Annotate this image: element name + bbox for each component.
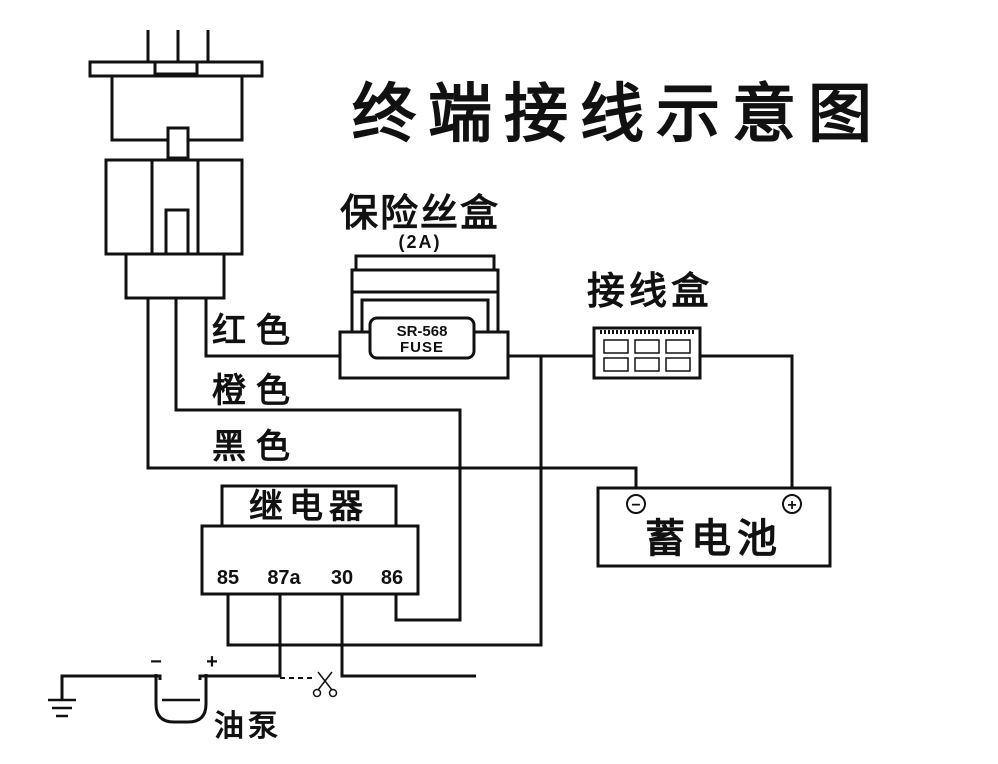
orange-wire-label: 橙色 (212, 371, 300, 411)
relay-pin-30: 30 (331, 567, 353, 589)
battery-label: 蓄电池 (645, 516, 783, 562)
fuel-pump-positive: + (206, 651, 218, 673)
battery-negative: − (631, 497, 640, 514)
fuel-pump: − + 油泵 (150, 651, 282, 744)
terminal-device (88, 30, 264, 300)
fuse-model: SR-568 (397, 323, 448, 340)
page-title: 终端接线示意图 (352, 78, 884, 152)
battery-negative-icon (626, 494, 646, 514)
red-wire-label: 红色 (212, 311, 300, 351)
fuse-rating: (2A) (399, 232, 442, 252)
red-wire (204, 298, 340, 358)
fuse-text: FUSE (400, 339, 444, 356)
ground-icon (48, 698, 76, 718)
relay-pin-85: 85 (217, 567, 239, 589)
battery-positive: + (787, 497, 796, 514)
black-wire-label: 黑色 (212, 427, 300, 467)
orange-wire (174, 298, 462, 622)
junction-box-label: 接线盒 (587, 269, 713, 313)
fuse-box-label: 保险丝盒 (340, 191, 500, 235)
black-wire (146, 298, 638, 490)
relay: 继电器 85 87a 30 86 (200, 484, 420, 596)
battery-positive-icon (782, 494, 802, 514)
relay-pin-87a: 87a (267, 567, 301, 589)
scissors-icon (312, 671, 338, 698)
fuse-box: 保险丝盒 (2A) SR-568 FUSE (338, 191, 510, 380)
wires (60, 298, 794, 700)
fuel-pump-negative: − (150, 651, 162, 673)
battery: − + 蓄电池 (596, 486, 832, 568)
junction-box: 接线盒 (587, 269, 713, 380)
fuel-pump-label: 油泵 (214, 709, 282, 744)
relay-pin-86: 86 (381, 567, 403, 589)
relay-label: 继电器 (249, 487, 369, 527)
battery-positive-wire (700, 354, 794, 490)
